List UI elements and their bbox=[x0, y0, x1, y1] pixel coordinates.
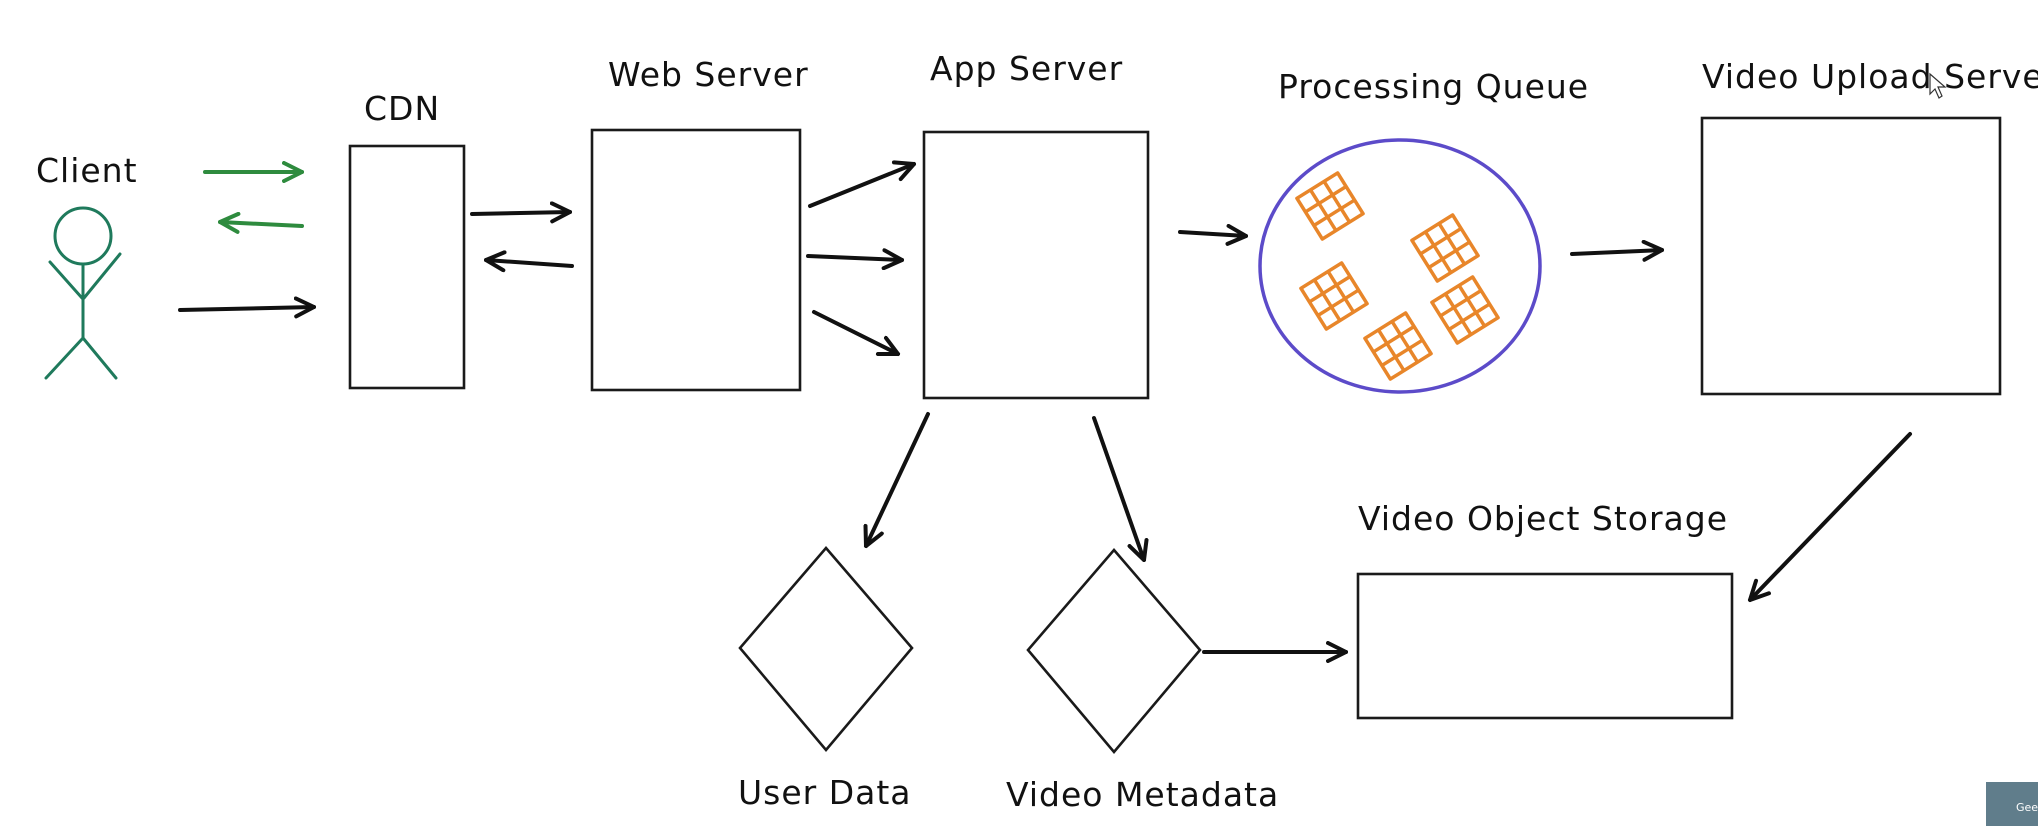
video-upload-server-box bbox=[1700, 116, 2002, 396]
channel-badge bbox=[1986, 782, 2038, 826]
cdn-to-client-response-arrow bbox=[218, 211, 304, 234]
processing-queue-label: Processing Queue bbox=[1278, 67, 1589, 106]
app-to-queue-arrow bbox=[1178, 223, 1248, 246]
cdn-label: CDN bbox=[364, 89, 440, 128]
web-server-box bbox=[590, 128, 802, 392]
client-to-cdn-arrow bbox=[178, 296, 316, 319]
video-upload-server-label: Video Upload Server bbox=[1702, 57, 2038, 96]
app-to-video-metadata-arrow bbox=[1092, 416, 1149, 562]
user-data-label: User Data bbox=[738, 773, 912, 812]
processing-queue-circle bbox=[1258, 138, 1542, 394]
cdn-box bbox=[348, 144, 466, 390]
web-to-app-arrow-middle bbox=[806, 248, 904, 271]
user-data-diamond bbox=[738, 546, 914, 753]
queue-items bbox=[1295, 171, 1500, 381]
upload-server-to-storage-arrow bbox=[1748, 432, 1912, 602]
client-figure-icon bbox=[44, 206, 122, 380]
video-object-storage-label: Video Object Storage bbox=[1358, 499, 1728, 538]
app-server-label: App Server bbox=[930, 49, 1123, 88]
cdn-to-web-server-arrow bbox=[470, 201, 572, 224]
web-server-label: Web Server bbox=[608, 55, 809, 94]
client-label: Client bbox=[36, 151, 138, 190]
video-metadata-label: Video Metadata bbox=[1006, 775, 1279, 814]
queue-item-icon bbox=[1430, 275, 1500, 345]
video-object-storage-box bbox=[1356, 572, 1734, 720]
web-server-to-cdn-arrow bbox=[484, 250, 574, 273]
channel-badge-text: Gee bbox=[2015, 801, 2038, 814]
app-to-user-data-arrow bbox=[863, 412, 930, 548]
queue-to-upload-server-arrow bbox=[1570, 239, 1664, 262]
queue-item-icon bbox=[1410, 213, 1480, 283]
queue-item-icon bbox=[1299, 261, 1369, 331]
queue-item-icon bbox=[1363, 311, 1433, 381]
web-to-app-arrow-bottom bbox=[812, 310, 900, 356]
web-to-app-arrow-top bbox=[808, 160, 916, 208]
queue-item-icon bbox=[1295, 171, 1365, 241]
video-metadata-diamond bbox=[1026, 548, 1202, 755]
mouse-cursor-icon bbox=[1929, 72, 1947, 99]
app-server-box bbox=[922, 130, 1150, 400]
